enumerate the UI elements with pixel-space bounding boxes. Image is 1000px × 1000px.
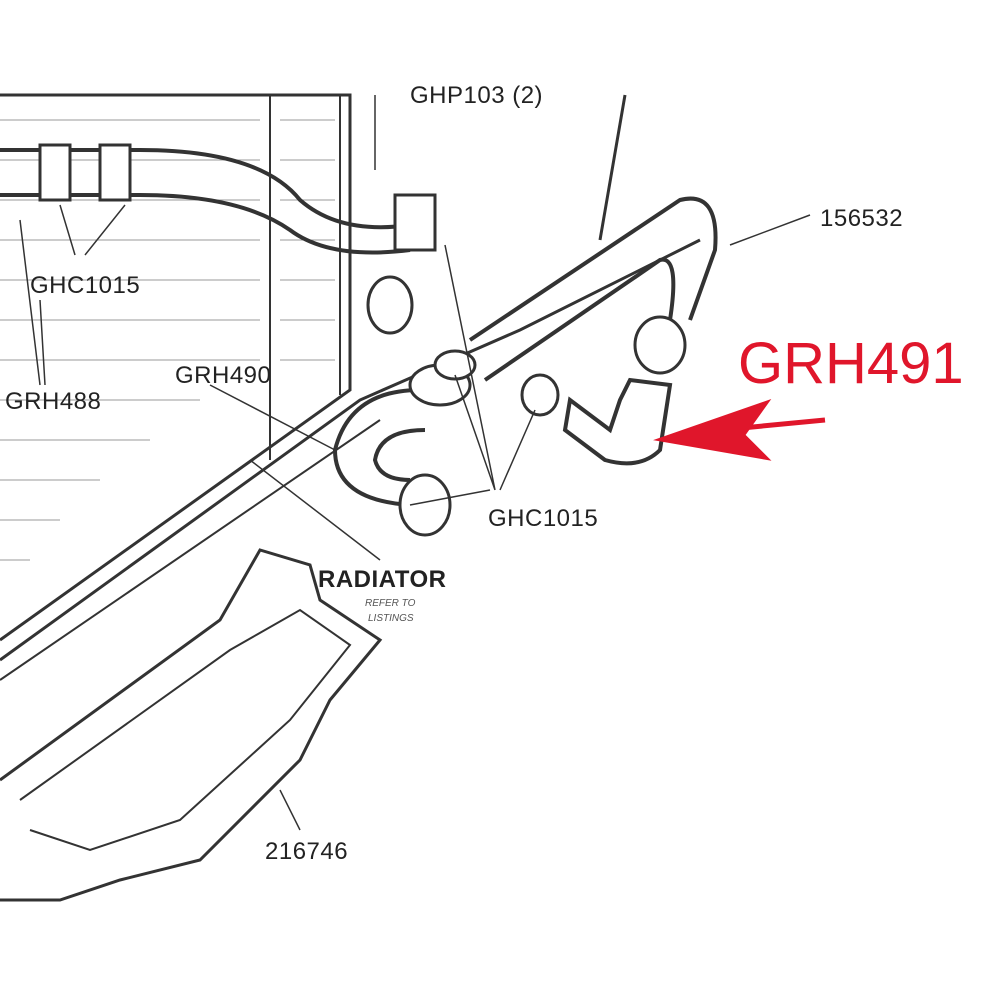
label-radiator: RADIATOR (318, 566, 447, 593)
label-grh490: GRH490 (175, 362, 272, 389)
hose-grh491 (562, 377, 673, 466)
label-ghc1015-left: GHC1015 (30, 272, 141, 299)
label-radiator-note-1: REFER TO (365, 598, 416, 609)
label-top-part: GHP103 (2) (410, 82, 544, 109)
upper-hose (0, 148, 411, 230)
highlight-part-label: GRH491 (738, 331, 964, 396)
arrow-icon (653, 399, 826, 461)
label-radiator-note-2: LISTINGS (368, 613, 414, 624)
label-156532: 156532 (820, 205, 904, 232)
pipe-156532 (468, 196, 718, 342)
label-ghc1015-center: GHC1015 (488, 505, 599, 532)
shroud-216746 (0, 548, 383, 902)
label-216746: 216746 (265, 838, 349, 865)
label-grh488: GRH488 (5, 388, 102, 415)
radiator-outline (0, 93, 352, 642)
